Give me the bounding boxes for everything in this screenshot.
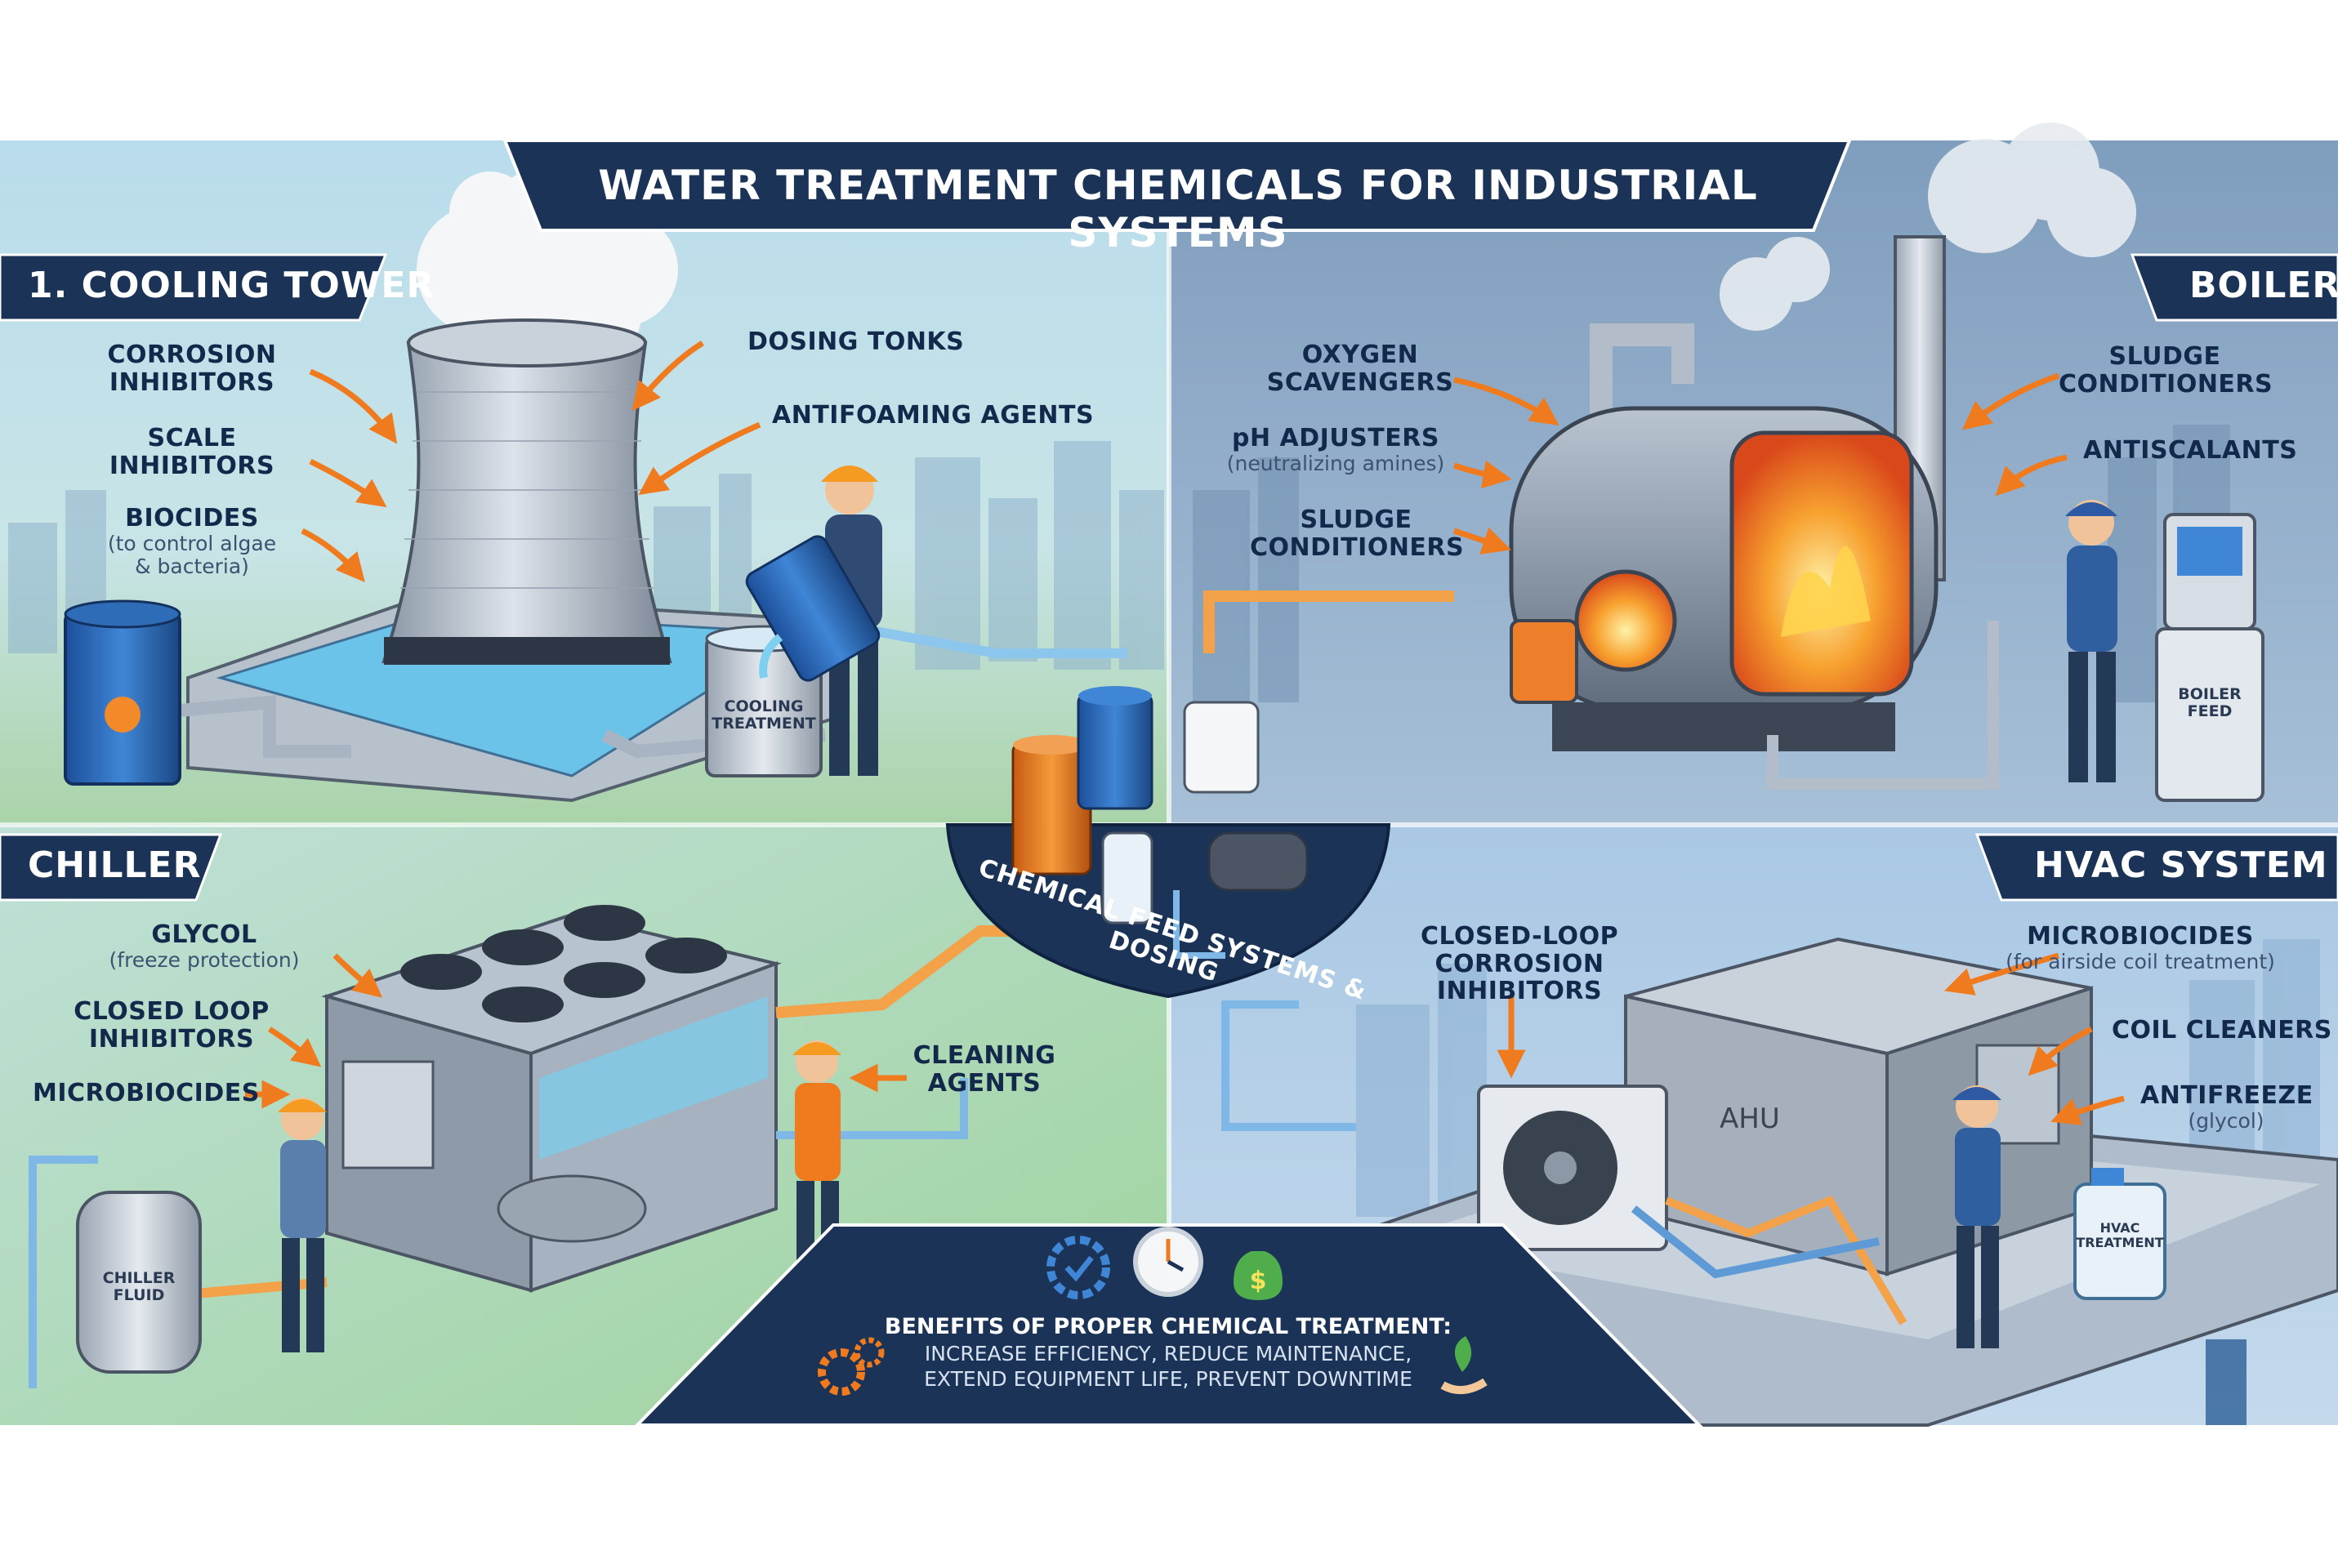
benefits-heading: BENEFITS OF PROPER CHEMICAL TREATMENT: [884, 1314, 1452, 1339]
tab-cooling-tower [0, 253, 388, 322]
label-cleaning-agents: CLEANING AGENTS [912, 1041, 1056, 1098]
blue-drum-cooling [64, 599, 181, 786]
label-antiscalants: ANTISCALANTS [2083, 436, 2298, 465]
boiler-vessel [1509, 406, 1939, 751]
benefits-text: BENEFITS OF PROPER CHEMICAL TREATMENT: I… [882, 1313, 1454, 1392]
label-corrosion-inhibitors: CORROSION INHIBITORS [107, 341, 277, 397]
condenser-unit [1477, 1085, 1668, 1251]
label-closed-loop-inhibitors: CLOSED LOOP INHIBITORS [74, 997, 270, 1054]
chiller-title: CHILLER [28, 844, 202, 886]
label-dosing-tonks: DOSING TONKS [747, 327, 965, 356]
hvac-treatment-jug [2073, 1168, 2166, 1300]
boiler-steam [1720, 122, 2136, 331]
chiller-fluid-tank [76, 1191, 202, 1374]
label-biocides-text: BIOCIDES [125, 504, 259, 532]
label-microbiocides-hvac-sub: (for airside coil treatment) [2006, 949, 2275, 973]
label-ph-adjusters-sub: (neutralizing amines) [1226, 451, 1445, 475]
label-ph-adjusters: pH ADJUSTERS (neutralizing amines) [1209, 425, 1462, 475]
cooling-treatment-drum [705, 625, 823, 777]
tab-hvac [1974, 833, 2338, 902]
label-sludge-conditioners-left: SLUDGE CONDITIONERS [1250, 506, 1465, 562]
hvac-title: HVAC SYSTEM [2034, 844, 2328, 886]
money-bag-icon: $ [1234, 1251, 1283, 1300]
label-glycol-text: GLYCOL [151, 920, 257, 949]
boiler-title: BOILER [2189, 265, 2338, 306]
label-glycol: GLYCOL (freeze protection) [74, 921, 335, 972]
chiller-fluid-text: CHILLER FLUID [102, 1269, 176, 1304]
label-oxygen-scavengers: OXYGEN SCAVENGERS [1266, 341, 1454, 397]
label-biocides: BIOCIDES (to control algae & bacteria) [82, 505, 302, 578]
label-sludge-conditioners-right: SLUDGE CONDITIONERS [2059, 342, 2273, 399]
stopwatch-icon [1133, 1227, 1203, 1297]
label-microbiocides-chiller: MICROBIOCIDES [33, 1079, 260, 1107]
chiller-unit [321, 905, 782, 1293]
hvac-treatment-text: HVAC TREATMENT [2076, 1220, 2164, 1250]
ahu-text: AHU [1720, 1102, 1780, 1135]
cooling-tower-title: 1. COOLING TOWER [28, 265, 435, 306]
tab-chiller [0, 833, 223, 902]
cooling-treatment-text: COOLING TREATMENT [712, 697, 816, 733]
gears-icon [818, 1337, 885, 1396]
cooling-tower [381, 341, 672, 663]
label-coil-cleaners: COIL CLEANERS [2112, 1016, 2332, 1045]
worker-boiler [2065, 500, 2117, 782]
label-biocides-sub: (to control algae & bacteria) [107, 531, 277, 578]
label-antifreeze-sub: (glycol) [2188, 1108, 2264, 1133]
benefits-line2: EXTEND EQUIPMENT LIFE, PREVENT DOWNTIME [924, 1367, 1412, 1391]
gear-check-icon [1046, 1236, 1110, 1299]
label-closed-loop-corrosion-inhibitors: CLOSED-LOOP CORROSION INHIBITORS [1420, 922, 1619, 1006]
label-scale-inhibitors: SCALE INHIBITORS [109, 424, 275, 480]
benefits-line1: INCREASE EFFICIENCY, REDUCE MAINTENANCE, [924, 1341, 1412, 1365]
label-antifreeze-text: ANTIFREEZE [2140, 1081, 2313, 1110]
label-antifreeze: ANTIFREEZE (glycol) [2140, 1081, 2313, 1133]
svg-text:$: $ [1250, 1267, 1267, 1295]
label-ph-adjusters-text: pH ADJUSTERS [1232, 424, 1439, 452]
worker-cooling [745, 466, 882, 776]
leaf-hand-icon [1440, 1336, 1488, 1394]
dosing-drums [1011, 686, 1309, 924]
boiler-feed-text: BOILER FEED [2178, 685, 2242, 720]
label-arrows [245, 341, 2125, 1125]
label-antifoaming-agents: ANTIFOAMING AGENTS [772, 401, 1095, 430]
benefits-banner [633, 1223, 1703, 1427]
main-title: WATER TREATMENT CHEMICALS FOR INDUSTRIAL… [598, 162, 1758, 256]
label-microbiocides-hvac-text: MICROBIOCIDES [2027, 922, 2254, 951]
title-banner [502, 139, 1852, 232]
label-microbiocides-hvac: MICROBIOCIDES (for airside coil treatmen… [1977, 923, 2304, 973]
ahu-unit [1624, 937, 2093, 1276]
label-glycol-sub: (freeze protection) [109, 947, 300, 972]
tab-boiler [2130, 253, 2338, 322]
worker-hvac [1952, 1085, 2001, 1348]
boiler-feed-panel [2155, 513, 2264, 802]
